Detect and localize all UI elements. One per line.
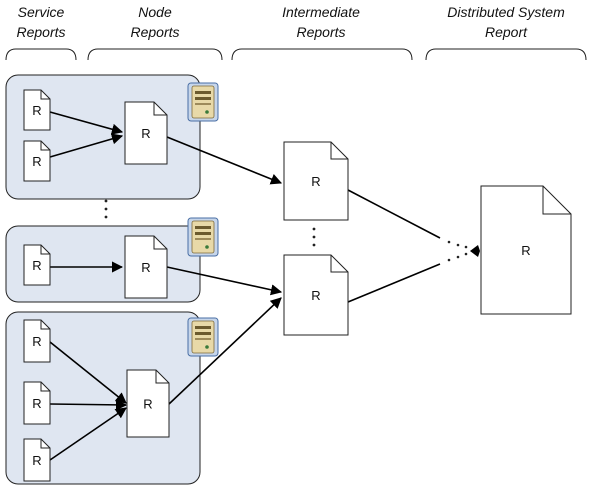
server-icon — [187, 217, 219, 257]
document-icon — [23, 89, 51, 131]
arrowhead-distributed — [470, 245, 480, 257]
document-fold — [40, 245, 50, 255]
edge-node-to-intermediate — [166, 266, 283, 296]
document-fold — [153, 236, 167, 250]
document-fold — [40, 141, 50, 151]
header-service-reports: Service Reports — [5, 4, 77, 61]
header-service-brace — [5, 48, 77, 61]
header-intermediate-line2: Reports — [296, 24, 345, 40]
edge-service-to-node — [49, 341, 127, 404]
document-fold — [40, 90, 50, 100]
document-icon — [283, 141, 349, 221]
server-icon — [187, 82, 219, 122]
document-fold — [330, 142, 348, 160]
report-label: R — [32, 453, 41, 468]
document-icon — [23, 140, 51, 182]
document-icon — [23, 244, 51, 286]
report-label: R — [32, 258, 41, 273]
node-report-doc: R — [124, 235, 168, 299]
document-fold — [542, 186, 571, 215]
header-distributed-line1: Distributed System — [447, 4, 565, 20]
service-report-doc: R — [23, 438, 51, 482]
header-intermediate-reports: Intermediate Reports — [231, 4, 413, 61]
intermediate-report-doc: R — [283, 254, 349, 336]
header-distributed-brace — [425, 48, 587, 61]
report-label: R — [141, 126, 150, 141]
document-icon — [23, 319, 51, 363]
report-label: R — [311, 174, 320, 189]
service-report-doc: R — [23, 381, 51, 425]
document-icon — [124, 235, 168, 299]
node-box-3 — [5, 311, 201, 485]
header-node-brace — [87, 48, 223, 61]
edge-service-to-node — [49, 111, 124, 135]
edge-intermediate-to-distributed — [347, 263, 441, 303]
service-report-doc: R — [23, 89, 51, 131]
distributed-report-doc: R — [480, 185, 572, 315]
service-report-doc: R — [23, 140, 51, 182]
service-report-doc: R — [23, 319, 51, 363]
server-icon — [187, 317, 219, 357]
ellipsis-intermediate — [312, 227, 316, 247]
header-distributed-line2: Report — [485, 24, 528, 40]
edge-node-to-intermediate — [166, 136, 283, 185]
document-fold — [40, 382, 50, 392]
document-icon — [480, 185, 572, 315]
header-node-line2: Reports — [130, 24, 179, 40]
edge-service-to-node — [49, 133, 124, 158]
document-fold — [153, 102, 167, 116]
edge-service-to-node — [49, 407, 127, 461]
edge-node-to-intermediate — [168, 297, 282, 405]
header-node-reports: Node Reports — [87, 4, 223, 61]
report-label: R — [141, 260, 150, 275]
document-icon — [23, 438, 51, 482]
edges — [49, 111, 480, 461]
report-label: R — [32, 396, 41, 411]
document-fold — [330, 255, 348, 273]
document-fold — [40, 439, 50, 449]
report-label: R — [32, 334, 41, 349]
document-fold — [40, 320, 50, 330]
header-service-line1: Service — [18, 4, 65, 20]
report-label: R — [32, 103, 41, 118]
header-distributed-report: Distributed System Report — [425, 4, 587, 61]
header-node-line1: Node — [138, 4, 172, 20]
edge-dotted-continuation — [447, 240, 468, 262]
report-label: R — [143, 397, 152, 412]
report-label: R — [32, 154, 41, 169]
header-service-line2: Reports — [16, 24, 65, 40]
document-icon — [126, 369, 170, 438]
service-report-doc: R — [23, 244, 51, 286]
document-icon — [283, 254, 349, 336]
node-report-doc: R — [124, 101, 168, 165]
document-icon — [23, 381, 51, 425]
header-intermediate-line1: Intermediate — [282, 4, 360, 20]
edge-service-to-node — [49, 399, 128, 411]
intermediate-report-doc: R — [283, 141, 349, 221]
edge-intermediate-to-distributed — [347, 189, 441, 239]
document-icon — [124, 101, 168, 165]
report-label: R — [311, 288, 320, 303]
document-fold — [155, 370, 169, 384]
ellipsis-nodes — [104, 199, 108, 219]
node-report-doc: R — [126, 369, 170, 438]
report-label: R — [521, 243, 530, 258]
header-intermediate-brace — [231, 48, 413, 61]
